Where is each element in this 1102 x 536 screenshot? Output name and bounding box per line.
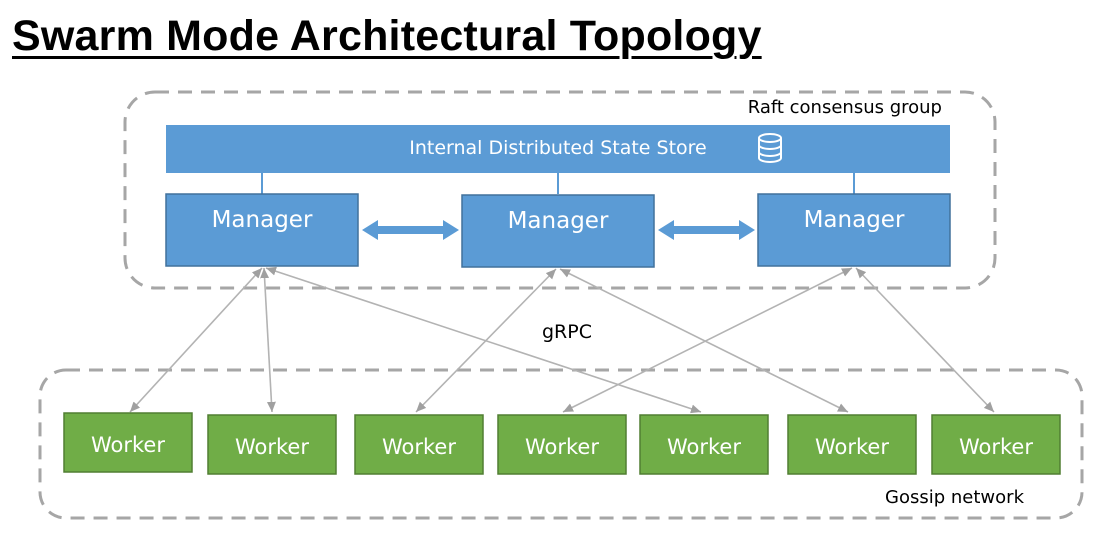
grpc-connector	[129, 267, 263, 413]
state-store-bar	[166, 125, 950, 173]
worker-node: Worker	[63, 412, 193, 473]
gossip-network-label: Gossip network	[885, 487, 1025, 508]
grpc-connector	[260, 267, 276, 413]
grpc-connector	[415, 268, 557, 413]
grpc-connector	[559, 268, 849, 413]
worker-node: Worker	[354, 414, 484, 475]
worker-label: Worker	[959, 435, 1033, 459]
page-title: Swarm Mode Architectural Topology	[12, 12, 762, 60]
manager-sync-arrow	[658, 220, 755, 240]
worker-label: Worker	[667, 435, 741, 459]
manager-label: Manager	[212, 207, 313, 233]
worker-node: Worker	[639, 414, 769, 475]
state-store-label: Internal Distributed State Store	[409, 137, 707, 159]
grpc-connector	[562, 267, 853, 413]
raft-consensus-group-label: Raft consensus group	[748, 97, 942, 118]
manager-label: Manager	[508, 208, 609, 234]
grpc-label: gRPC	[542, 321, 592, 343]
manager-label: Manager	[804, 207, 905, 233]
worker-label: Worker	[815, 435, 889, 459]
worker-node: Worker	[497, 414, 627, 475]
grpc-connectors	[129, 266, 995, 414]
raft-consensus-group-boundary	[123, 90, 997, 290]
manager-node: Manager	[165, 193, 359, 267]
worker-node: Worker	[787, 414, 917, 475]
grpc-connector	[265, 266, 702, 414]
manager-node: Manager	[757, 193, 951, 267]
worker-label: Worker	[91, 433, 165, 457]
database-icon	[758, 133, 782, 163]
worker-label: Worker	[525, 435, 599, 459]
manager-node: Manager	[461, 194, 655, 268]
worker-node: Worker	[931, 414, 1061, 475]
worker-node: Worker	[207, 414, 337, 475]
grpc-connector	[855, 267, 995, 413]
manager-sync-arrow	[362, 220, 459, 240]
worker-label: Worker	[235, 435, 309, 459]
worker-label: Worker	[382, 435, 456, 459]
